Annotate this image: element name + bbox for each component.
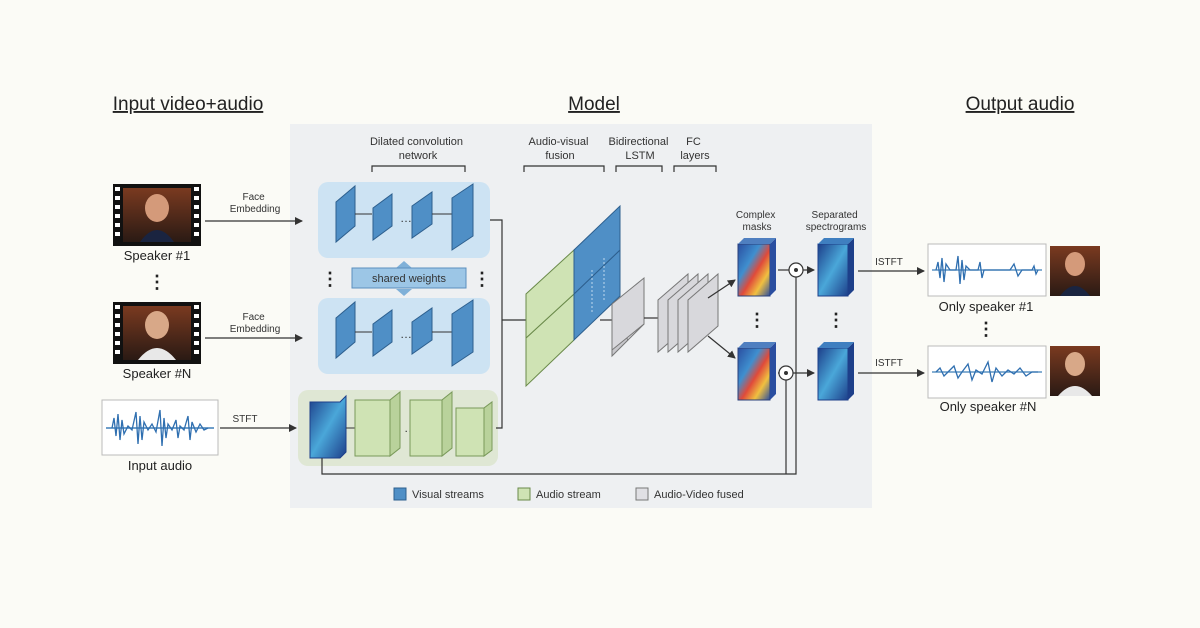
speaker1-label: Speaker #1 [124, 248, 191, 263]
face-embedding-line1: Face [242, 192, 265, 203]
legend-visual-label: Visual streams [412, 489, 484, 501]
complex-mask-1 [737, 238, 776, 297]
separated-spectrogram-2 [817, 342, 854, 401]
stft-label: STFT [233, 414, 258, 425]
legend-audio-swatch [517, 487, 531, 501]
output-speakerN-label: Only speaker #N [940, 399, 1037, 414]
fc-label: FC layers [680, 136, 710, 162]
speakers-dots: ⋮ [148, 272, 166, 292]
complex-masks-label: Complex masks [736, 210, 778, 233]
legend-fused-swatch [635, 487, 649, 501]
complex-masks-line2: masks [743, 222, 772, 233]
masks-dots: ⋮ [748, 310, 766, 330]
output-waveform-2 [927, 345, 1047, 399]
output-speakerN-face [1050, 346, 1100, 396]
separated-line2: spectrograms [806, 222, 867, 233]
face-embedding-line2b: Embedding [230, 324, 281, 335]
audio-stream-layers: … [309, 390, 493, 459]
output-speaker1-face [1050, 246, 1100, 296]
separated-label: Separated spectrograms [806, 210, 867, 233]
fc-to-mask-2 [707, 335, 736, 359]
separated-line1: Separated [812, 210, 858, 221]
section-title-model: Model [568, 94, 620, 115]
input-audio-label: Input audio [128, 458, 192, 473]
input-audio-waveform [101, 399, 219, 456]
fc-line1: FC [686, 136, 701, 148]
legend-audio-label: Audio stream [536, 489, 601, 501]
face-embedding-line1b: Face [242, 312, 265, 323]
fc-to-mask-1 [707, 279, 736, 299]
bilstm-line1: Bidirectional [609, 136, 669, 148]
av-fusion-bracket [523, 165, 605, 172]
av-fusion-line2: fusion [545, 150, 574, 162]
fc-layers-block [657, 272, 719, 354]
section-title-output: Output audio [966, 94, 1075, 115]
visual-dots-right: ⋮ [473, 269, 491, 289]
skip-connection [321, 277, 797, 475]
bilstm-bracket [615, 165, 663, 172]
legend-fused-label: Audio-Video fused [654, 489, 744, 501]
istft-label-2: ISTFT [875, 358, 903, 369]
visual-stream-2-panel [318, 298, 490, 374]
istft-label-1: ISTFT [875, 257, 903, 268]
shared-weights-label: shared weights [372, 273, 446, 285]
output-speaker1-label: Only speaker #1 [939, 299, 1034, 314]
svg-text:…: … [400, 327, 412, 341]
separated-dots: ⋮ [827, 310, 845, 330]
speaker1-video-frame [113, 184, 201, 246]
separated-spectrogram-1 [817, 238, 854, 297]
stream-bus [490, 219, 503, 429]
av-fusion-block [525, 204, 621, 388]
complex-masks-line1: Complex [736, 210, 775, 221]
output-waveform-1 [927, 243, 1047, 297]
dilated-conv-label: Dilated convolution network [370, 136, 466, 162]
av-fusion-line1: Audio-visual [529, 136, 589, 148]
legend: Visual streams Audio stream Audio-Video … [393, 487, 744, 501]
dilated-conv-line1: Dilated convolution [370, 136, 463, 148]
shared-weights-box [351, 267, 467, 289]
svg-text:…: … [400, 211, 412, 225]
face-embedding-line2: Embedding [230, 204, 281, 215]
visual-stream-2-layers: … [335, 299, 474, 367]
dilated-conv-line2: network [399, 150, 438, 162]
shared-down-arrow [396, 289, 412, 296]
speakerN-video-frame [113, 302, 201, 364]
output-dots: ⋮ [977, 319, 995, 339]
dilated-conv-bracket [371, 165, 466, 172]
bilstm-block [611, 276, 645, 358]
speakerN-label: Speaker #N [123, 366, 192, 381]
face-embedding-label-2: Face Embedding [230, 312, 281, 335]
visual-stream-1-panel [318, 182, 490, 258]
face-embedding-label-1: Face Embedding [230, 192, 281, 215]
shared-up-arrow [396, 261, 412, 268]
visual-dots-left: ⋮ [321, 269, 339, 289]
section-title-input: Input video+audio [113, 94, 264, 115]
visual-stream-1-layers: … [335, 183, 474, 251]
av-fusion-label: Audio-visual fusion [529, 136, 592, 162]
fc-bracket [673, 165, 717, 172]
bilstm-line2: LSTM [625, 150, 654, 162]
complex-mask-2 [737, 342, 776, 401]
bilstm-label: Bidirectional LSTM [609, 136, 672, 162]
legend-visual-swatch [393, 487, 407, 501]
fc-line2: layers [680, 150, 710, 162]
